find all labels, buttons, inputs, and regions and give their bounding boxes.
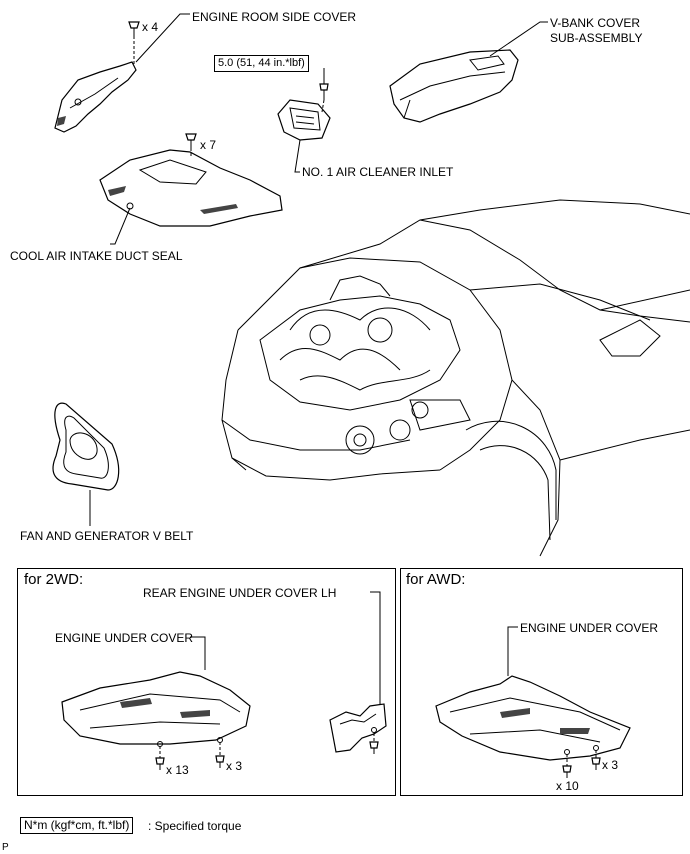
duct-seal-clip: [185, 133, 197, 158]
qty-awd-bolts-b: x 3: [602, 758, 619, 772]
v-bank-cover-part: [389, 49, 519, 123]
corner-mark: P: [2, 842, 9, 853]
bolt-2wd-b: [215, 742, 225, 768]
leader-rear-under-cover: [370, 591, 381, 704]
label-v-bank-cover-line2: SUB-ASSEMBLY: [550, 31, 643, 45]
engine-room-side-cover-part: [54, 61, 137, 133]
qty-2wd-bolts-b: x 3: [226, 759, 243, 773]
leader-side-cover: [135, 13, 190, 63]
cool-air-duct-seal-part: [99, 149, 283, 227]
leader-under-cover-awd: [507, 626, 518, 676]
qty-2wd-bolts-a: x 13: [166, 763, 189, 777]
panel-2wd: [17, 568, 396, 796]
label-fan-generator-belt: FAN AND GENERATOR V BELT: [20, 529, 194, 543]
label-rear-under-cover-lh: REAR ENGINE UNDER COVER LH: [143, 586, 337, 600]
under-cover-awd-part: [435, 675, 631, 761]
label-under-cover-awd: ENGINE UNDER COVER: [520, 621, 659, 635]
qty-awd-bolts-a: x 10: [556, 779, 579, 793]
side-cover-clip: [128, 21, 140, 64]
vehicle-front-outline: [221, 199, 690, 557]
air-cleaner-inlet-part: [277, 99, 331, 141]
leader-duct-seal: [110, 207, 131, 245]
torque-air-cleaner: 5.0 (51, 44 in.*lbf): [214, 55, 309, 72]
bolt-awd-b: [591, 750, 601, 770]
label-v-bank-cover-line1: V-BANK COVER: [550, 16, 641, 30]
legend-torque-symbol: N*m (kgf*cm, ft.*lbf): [20, 817, 134, 834]
label-cool-air-duct-seal: COOL AIR INTAKE DUCT SEAL: [10, 249, 183, 263]
label-under-cover-2wd: ENGINE UNDER COVER: [55, 631, 194, 645]
bolt-awd-a: [562, 754, 572, 778]
qty-duct-seal-clips: x 7: [200, 138, 217, 152]
bolt-rear-cover: [369, 733, 379, 754]
v-belt-part: [52, 402, 120, 491]
qty-side-cover-clips: x 4: [142, 20, 159, 34]
panel-awd-title: for AWD:: [406, 571, 466, 588]
label-engine-room-side-cover: ENGINE ROOM SIDE COVER: [192, 10, 357, 24]
panel-2wd-title: for 2WD:: [24, 571, 84, 588]
legend-torque-text: : Specified torque: [148, 819, 242, 833]
leader-under-cover-2wd: [190, 636, 206, 670]
bolt-2wd-a: [155, 746, 165, 770]
label-air-cleaner-inlet: NO. 1 AIR CLEANER INLET: [302, 165, 454, 179]
rear-under-cover-lh-part: [329, 703, 387, 753]
panel-awd: [400, 568, 683, 796]
leader-air-cleaner: [294, 139, 301, 173]
leader-v-bank: [489, 21, 548, 57]
air-cleaner-bolt: [319, 68, 329, 113]
